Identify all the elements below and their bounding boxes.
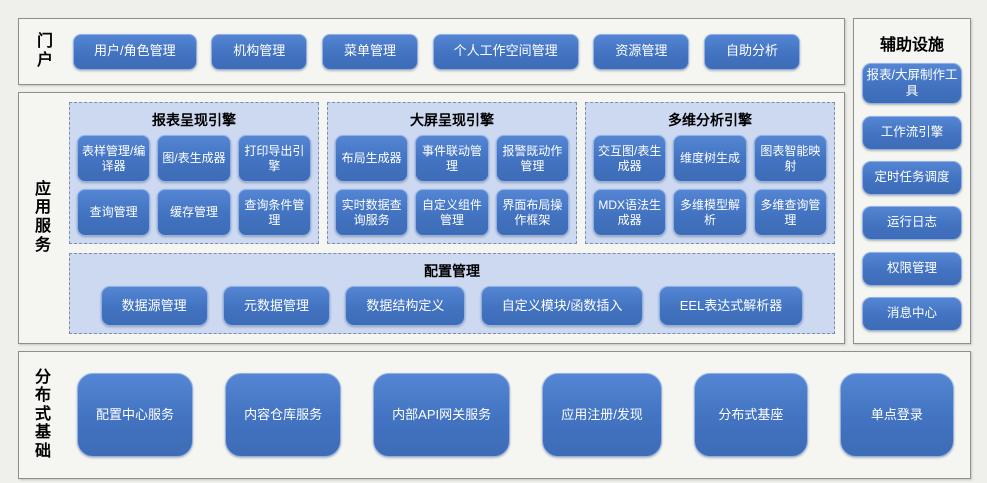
engine-button[interactable]: 多维查询管理 bbox=[753, 189, 827, 236]
engine-group-2: 大屏呈现引擎布局生成器事件联动管理报警既动作管理实时数据查询服务自定义组件管理界… bbox=[327, 102, 577, 244]
base-button[interactable]: 内部API网关服务 bbox=[373, 373, 511, 457]
portal-label: 门户 bbox=[36, 32, 53, 69]
portal-button[interactable]: 菜单管理 bbox=[321, 33, 418, 70]
engine-button[interactable]: 查询管理 bbox=[77, 189, 151, 236]
engine-button[interactable]: 打印导出引擎 bbox=[237, 135, 311, 182]
engine-button[interactable]: 表样管理/编译器 bbox=[77, 135, 151, 182]
engine-group-title: 报表呈现引擎 bbox=[152, 112, 236, 128]
config-management-group: 配置管理 数据源管理元数据管理数据结构定义自定义模块/函数插入 EEL表达式解析器 bbox=[69, 253, 835, 334]
aux-button[interactable]: 消息中心 bbox=[862, 296, 962, 331]
engine-button[interactable]: 维度树生成 bbox=[673, 135, 747, 182]
engine-group-title: 多维分析引擎 bbox=[668, 112, 752, 128]
engine-button[interactable]: MDX语法生成器 bbox=[593, 189, 667, 236]
engine-button[interactable]: 实时数据查询服务 bbox=[335, 189, 409, 236]
base-button[interactable]: 内容仓库服务 bbox=[225, 373, 342, 457]
aux-facilities-title: 辅助设施 bbox=[879, 37, 944, 54]
portal-button[interactable]: 资源管理 bbox=[593, 33, 690, 70]
aux-facilities-section: 辅助设施 报表/大屏制作工具工作流引擎定时任务调度运行日志权限管理消息中心 bbox=[853, 18, 971, 344]
engine-button[interactable]: 事件联动管理 bbox=[415, 135, 489, 182]
config-button[interactable]: 元数据管理 bbox=[223, 286, 331, 326]
engine-button[interactable]: 图/表生成器 bbox=[157, 135, 231, 182]
engine-button[interactable]: 报警既动作管理 bbox=[495, 135, 569, 182]
portal-button[interactable]: 机构管理 bbox=[211, 33, 308, 70]
config-group-title: 配置管理 bbox=[424, 263, 480, 279]
aux-button[interactable]: 工作流引擎 bbox=[862, 115, 962, 150]
config-button[interactable]: EEL表达式解析器 bbox=[658, 286, 804, 326]
distributed-base-section: 分布式基础 配置中心服务内容仓库服务内部API网关服务应用注册/发现分布式基座单… bbox=[18, 351, 971, 479]
aux-buttons: 报表/大屏制作工具工作流引擎定时任务调度运行日志权限管理消息中心 bbox=[862, 63, 962, 331]
distributed-base-label: 分布式基础 bbox=[34, 368, 51, 460]
portal-button[interactable]: 自助分析 bbox=[704, 33, 800, 70]
engine-button[interactable]: 自定义组件管理 bbox=[415, 189, 489, 236]
engine-button[interactable]: 查询条件管理 bbox=[237, 189, 311, 236]
engine-button-grid: 布局生成器事件联动管理报警既动作管理实时数据查询服务自定义组件管理界面布局操作框… bbox=[335, 135, 569, 236]
portal-button[interactable]: 个人工作空间管理 bbox=[432, 33, 579, 70]
engine-group-1: 报表呈现引擎表样管理/编译器图/表生成器打印导出引擎查询管理缓存管理查询条件管理 bbox=[69, 102, 319, 244]
app-services-section: 应用服务 报表呈现引擎表样管理/编译器图/表生成器打印导出引擎查询管理缓存管理查… bbox=[18, 92, 845, 344]
engine-button-grid: 交互图/表生成器维度树生成图表智能映射 MDX语法生成器多维模型解析多维查询管理 bbox=[593, 135, 827, 236]
portal-button[interactable]: 用户/角色管理 bbox=[73, 33, 197, 70]
config-button[interactable]: 数据源管理 bbox=[100, 286, 208, 326]
base-buttons: 配置中心服务内容仓库服务内部API网关服务应用注册/发现分布式基座单点登录 bbox=[77, 373, 954, 457]
config-button[interactable]: 自定义模块/函数插入 bbox=[480, 286, 644, 326]
engine-group-title: 大屏呈现引擎 bbox=[410, 112, 494, 128]
engine-groups: 报表呈现引擎表样管理/编译器图/表生成器打印导出引擎查询管理缓存管理查询条件管理… bbox=[69, 102, 835, 244]
config-buttons: 数据源管理元数据管理数据结构定义自定义模块/函数插入 EEL表达式解析器 bbox=[77, 286, 827, 326]
aux-button[interactable]: 定时任务调度 bbox=[862, 160, 962, 195]
base-button[interactable]: 应用注册/发现 bbox=[542, 373, 662, 457]
engine-button[interactable]: 交互图/表生成器 bbox=[593, 135, 667, 182]
aux-button[interactable]: 权限管理 bbox=[862, 251, 962, 286]
engine-button[interactable]: 布局生成器 bbox=[335, 135, 409, 182]
base-button[interactable]: 分布式基座 bbox=[693, 373, 808, 457]
config-button[interactable]: 数据结构定义 bbox=[345, 286, 466, 326]
base-button[interactable]: 配置中心服务 bbox=[77, 373, 194, 457]
engine-button[interactable]: 界面布局操作框架 bbox=[495, 189, 569, 236]
app-services-content: 报表呈现引擎表样管理/编译器图/表生成器打印导出引擎查询管理缓存管理查询条件管理… bbox=[69, 102, 835, 334]
engine-button[interactable]: 多维模型解析 bbox=[673, 189, 747, 236]
portal-section: 门户 用户/角色管理机构管理菜单管理个人工作空间管理资源管理自助分析 bbox=[18, 18, 845, 85]
engine-group-3: 多维分析引擎交互图/表生成器维度树生成图表智能映射 MDX语法生成器多维模型解析多… bbox=[585, 102, 835, 244]
engine-button[interactable]: 图表智能映射 bbox=[753, 135, 827, 182]
aux-button[interactable]: 运行日志 bbox=[862, 206, 962, 241]
engine-button[interactable]: 缓存管理 bbox=[157, 189, 231, 236]
aux-button[interactable]: 报表/大屏制作工具 bbox=[862, 63, 962, 105]
portal-buttons: 用户/角色管理机构管理菜单管理个人工作空间管理资源管理自助分析 bbox=[73, 33, 800, 70]
base-button[interactable]: 单点登录 bbox=[839, 373, 954, 457]
engine-button-grid: 表样管理/编译器图/表生成器打印导出引擎查询管理缓存管理查询条件管理 bbox=[77, 135, 311, 236]
app-services-label: 应用服务 bbox=[34, 180, 51, 254]
